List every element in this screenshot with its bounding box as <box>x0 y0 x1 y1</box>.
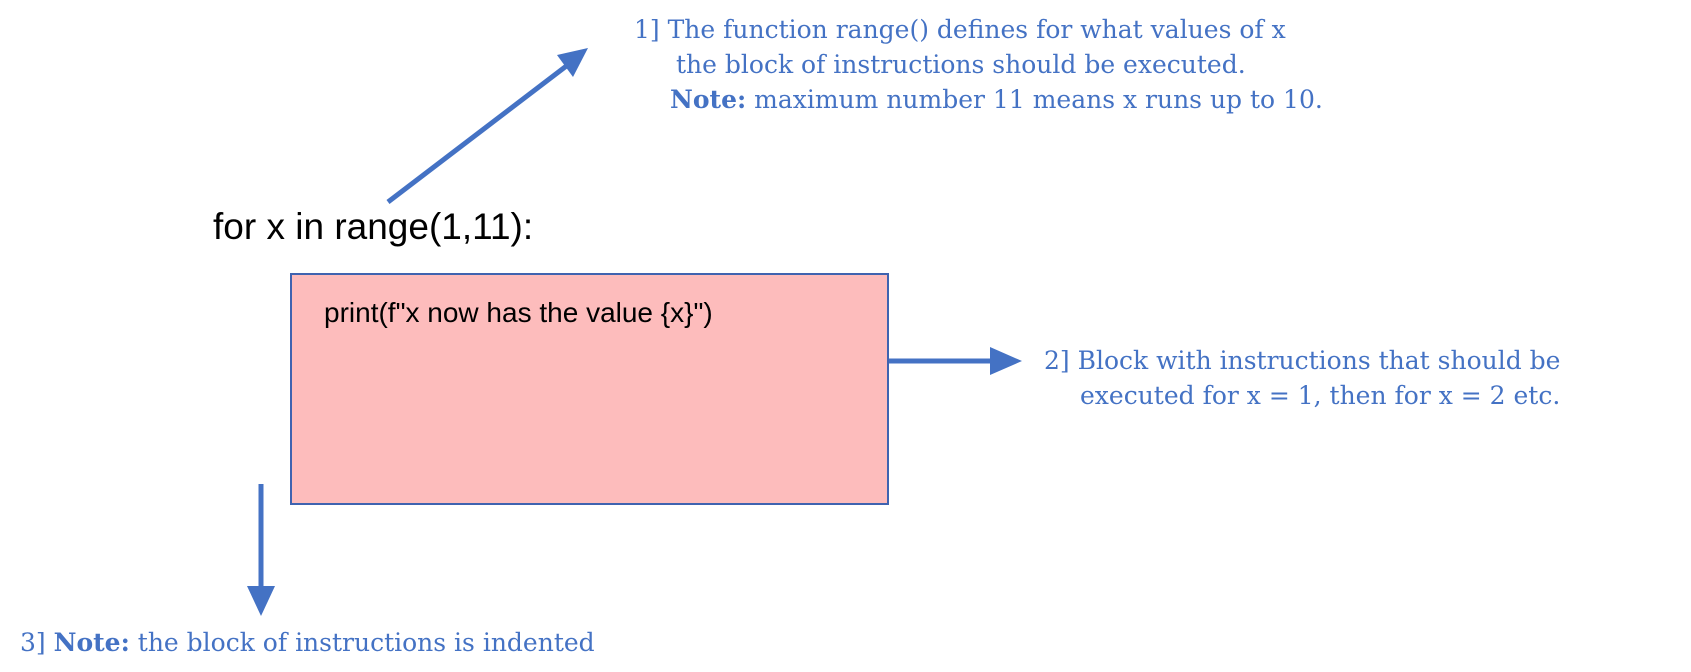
annotation-2: 2] Block with instructions that should b… <box>1044 343 1560 413</box>
code-for-loop-header: for x in range(1,11): <box>213 206 534 247</box>
annotation-1-line-3: Note: maximum number 11 means x runs up … <box>634 82 1323 117</box>
code-block-box: print(f"x now has the value {x}") <box>290 273 889 505</box>
annotation-1-note-label: Note: <box>670 85 747 114</box>
annotation-3-text: the block of instructions is indented <box>129 628 595 657</box>
annotation-3-prefix: 3] <box>20 628 54 657</box>
annotation-2-line-1: 2] Block with instructions that should b… <box>1044 346 1561 375</box>
annotation-1-line-1: 1] The function range() defines for what… <box>634 15 1286 44</box>
annotation-3-note-label: Note: <box>53 628 130 657</box>
annotation-1-line-2: the block of instructions should be exec… <box>676 50 1246 79</box>
annotation-2-line-2: executed for x = 1, then for x = 2 etc. <box>1080 381 1561 410</box>
annotation-3: 3] Note: the block of instructions is in… <box>20 625 595 660</box>
annotation-1: 1] The function range() defines for what… <box>634 12 1323 117</box>
annotation-1-note-text: maximum number 11 means x runs up to 10. <box>746 85 1323 114</box>
arrow-to-annotation-3 <box>247 484 275 616</box>
code-block-statement: print(f"x now has the value {x}") <box>324 297 713 328</box>
arrow-to-annotation-1 <box>386 48 588 204</box>
